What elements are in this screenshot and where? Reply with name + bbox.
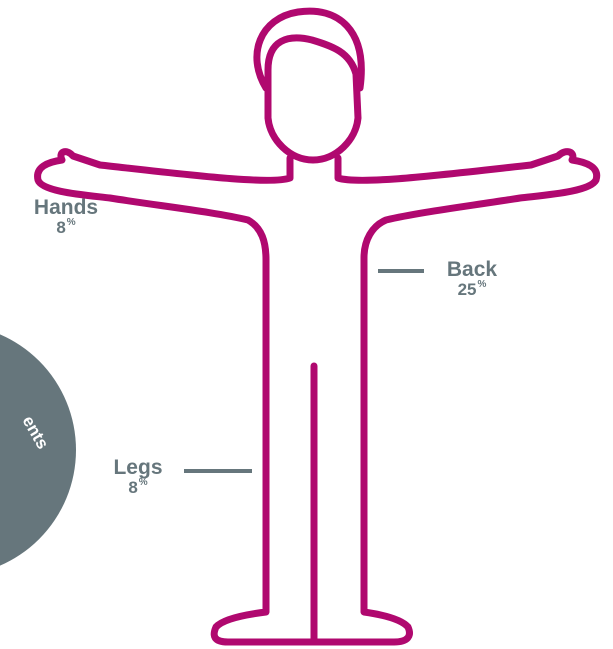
back-value-unit: % bbox=[478, 279, 487, 290]
back-label: Back 25% bbox=[432, 259, 512, 299]
legs-value-number: 8 bbox=[128, 478, 137, 497]
hands-value-unit: % bbox=[67, 217, 76, 228]
back-label-name: Back bbox=[432, 259, 512, 281]
head bbox=[257, 11, 361, 160]
hands-value-number: 8 bbox=[56, 218, 65, 237]
body-outline bbox=[38, 152, 597, 642]
hands-label: Hands 8% bbox=[20, 197, 112, 237]
legs-label-value: 8% bbox=[98, 479, 178, 497]
face-outline bbox=[268, 38, 358, 160]
hands-label-value: 8% bbox=[20, 219, 112, 237]
hands-label-name: Hands bbox=[20, 197, 112, 219]
legs-label: Legs 8% bbox=[98, 457, 178, 497]
back-label-value: 25% bbox=[432, 281, 512, 299]
legs-label-name: Legs bbox=[98, 457, 178, 479]
back-value-number: 25 bbox=[458, 280, 477, 299]
legs-value-unit: % bbox=[139, 477, 148, 488]
category-badge: ents bbox=[0, 324, 76, 576]
